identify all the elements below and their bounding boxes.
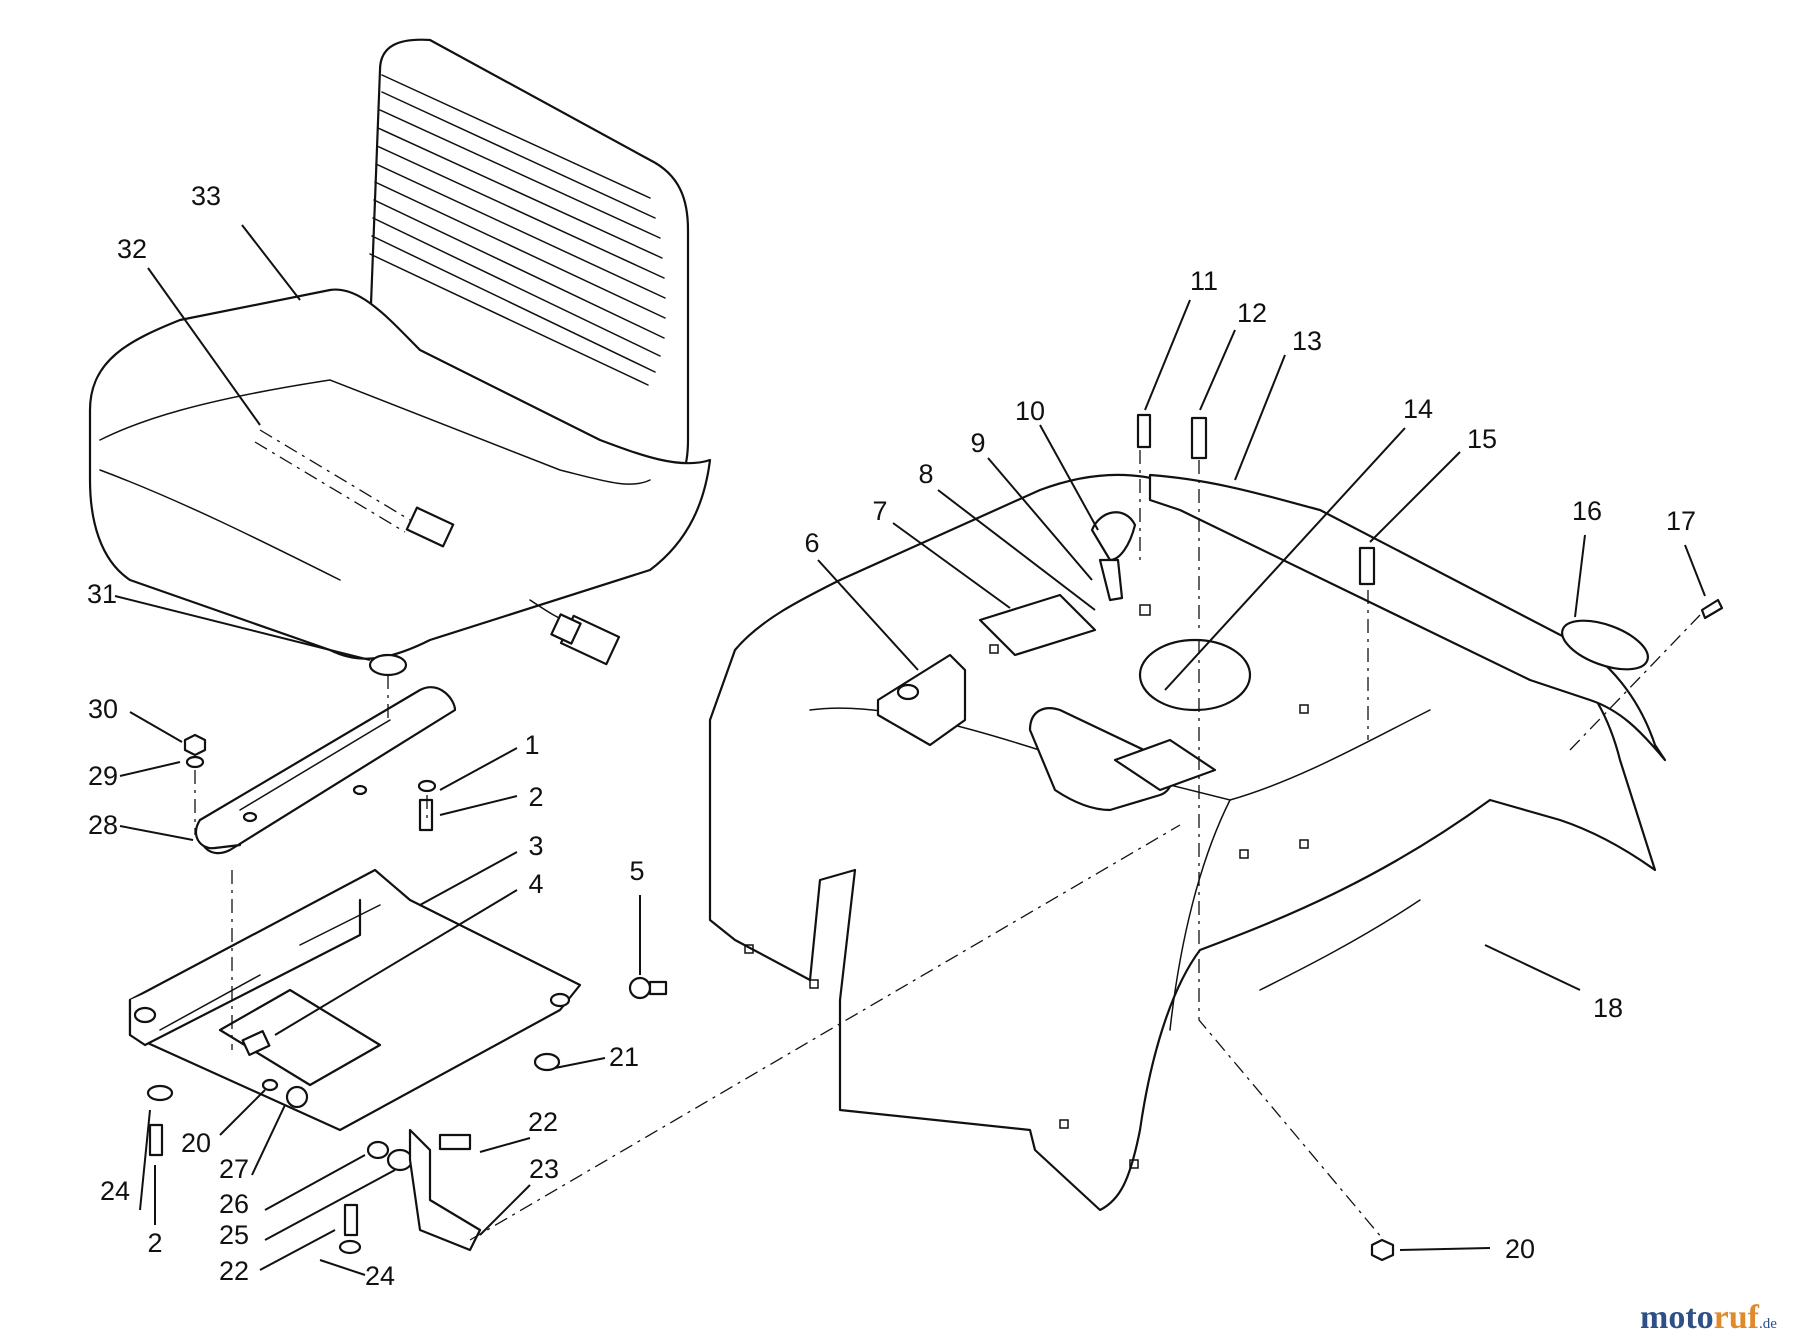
callout-24-left: 24 — [100, 1176, 130, 1206]
callout-12: 12 — [1237, 298, 1267, 328]
callout-24-bottom: 24 — [365, 1261, 395, 1291]
watermark-logo: motoruf.de — [1640, 1299, 1777, 1336]
callout-1: 1 — [524, 730, 539, 760]
callout-27: 27 — [219, 1154, 249, 1184]
callout-31: 31 — [87, 579, 117, 609]
callout-30: 30 — [88, 694, 118, 724]
seat-mounting-plate — [128, 653, 582, 1255]
watermark-tld: .de — [1759, 1316, 1777, 1332]
svg-text:motoruf.de: motoruf.de — [1640, 1299, 1777, 1336]
callout-11: 11 — [1190, 266, 1218, 296]
callout-20-seat: 20 — [181, 1128, 211, 1158]
callout-21: 21 — [609, 1042, 639, 1072]
callout-9: 9 — [970, 428, 985, 458]
callout-25: 25 — [219, 1220, 249, 1250]
callout-7: 7 — [872, 496, 887, 526]
seat — [88, 38, 712, 666]
callout-18: 18 — [1593, 993, 1623, 1023]
watermark-brand-b: ruf — [1714, 1299, 1760, 1336]
part-numbers: 33 32 31 30 29 28 1 2 3 4 21 20 27 26 25… — [87, 181, 1696, 1291]
callout-28: 28 — [88, 810, 118, 840]
callout-22-upper: 22 — [528, 1107, 558, 1137]
callout-26: 26 — [219, 1189, 249, 1219]
callout-32: 32 — [117, 234, 147, 264]
callout-15: 15 — [1467, 424, 1497, 454]
callout-14: 14 — [1403, 394, 1433, 424]
assembly-lines — [194, 450, 1701, 1241]
callout-22-lower: 22 — [219, 1256, 249, 1286]
callout-3: 3 — [528, 831, 543, 861]
callout-29: 29 — [88, 761, 118, 791]
callout-17: 17 — [1666, 506, 1696, 536]
fender — [628, 413, 1724, 1262]
callout-16: 16 — [1572, 496, 1602, 526]
callout-4: 4 — [528, 869, 543, 899]
callout-8: 8 — [918, 459, 933, 489]
leader-lines — [114, 224, 1706, 1276]
callout-2-lower: 2 — [147, 1228, 162, 1258]
callout-10: 10 — [1015, 396, 1045, 426]
watermark-brand-a: moto — [1640, 1299, 1714, 1336]
callout-6: 6 — [804, 528, 819, 558]
callout-13: 13 — [1292, 326, 1322, 356]
callout-33: 33 — [191, 181, 221, 211]
callout-20-fender: 20 — [1505, 1234, 1535, 1264]
callout-5: 5 — [629, 856, 644, 886]
callout-23: 23 — [529, 1154, 559, 1184]
callout-2-upper: 2 — [528, 782, 543, 812]
